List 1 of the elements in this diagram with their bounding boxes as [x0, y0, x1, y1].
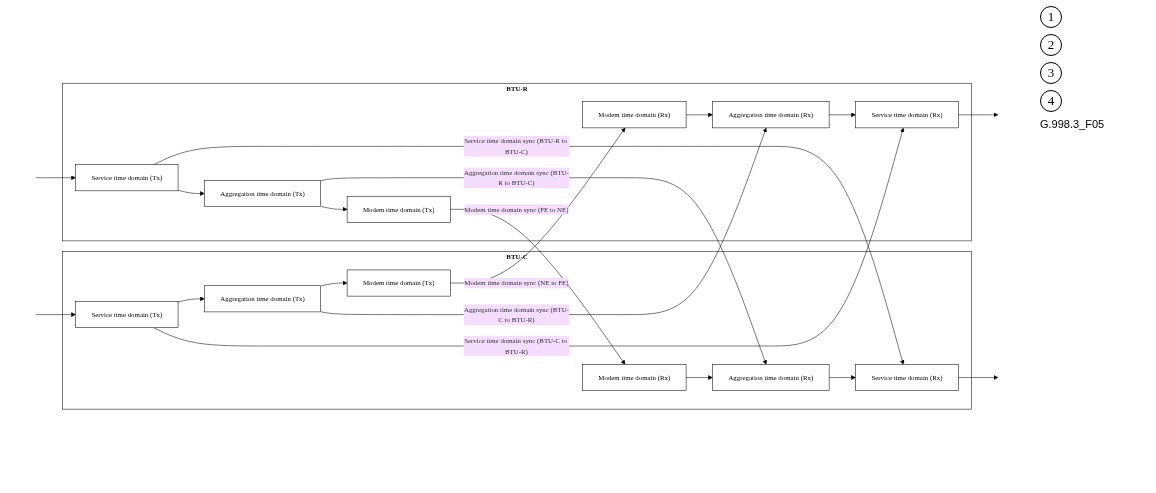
figure-code: G.998.3_F05	[1040, 118, 1106, 130]
